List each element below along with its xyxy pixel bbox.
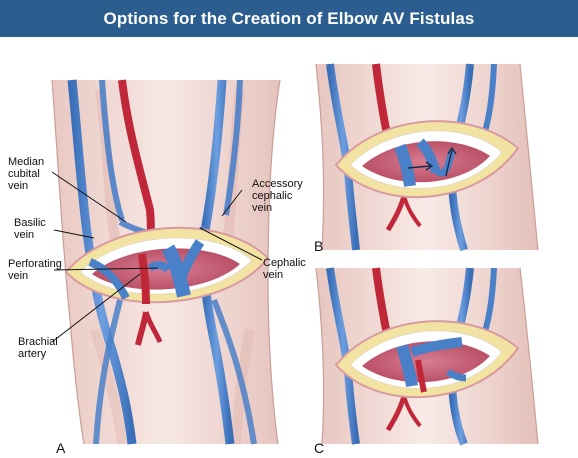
panel-c-arm bbox=[315, 267, 539, 446]
label-perforating-vein: Perforating vein bbox=[8, 258, 62, 282]
figure-title: Options for the Creation of Elbow AV Fis… bbox=[103, 8, 475, 28]
panel-label-c: C bbox=[314, 440, 325, 456]
label-brachial-artery: Brachial artery bbox=[18, 336, 58, 360]
label-accessory-cephalic-vein: Accessory cephalic vein bbox=[252, 178, 303, 214]
leader-lines bbox=[51, 171, 263, 343]
panel-b-arm bbox=[315, 63, 539, 252]
label-basilic-vein: Basilic vein bbox=[14, 217, 46, 241]
label-median-cubital-vein: Median cubital vein bbox=[8, 156, 45, 192]
incision-b bbox=[334, 120, 520, 199]
label-cephalic-vein: Cephalic vein bbox=[263, 257, 306, 281]
incision-a bbox=[64, 226, 270, 305]
panel-label-a: A bbox=[56, 440, 66, 456]
incision-c bbox=[334, 320, 520, 399]
panel-label-b: B bbox=[314, 238, 324, 254]
panel-a-arm bbox=[51, 79, 281, 445]
title-bar: Options for the Creation of Elbow AV Fis… bbox=[0, 0, 578, 37]
